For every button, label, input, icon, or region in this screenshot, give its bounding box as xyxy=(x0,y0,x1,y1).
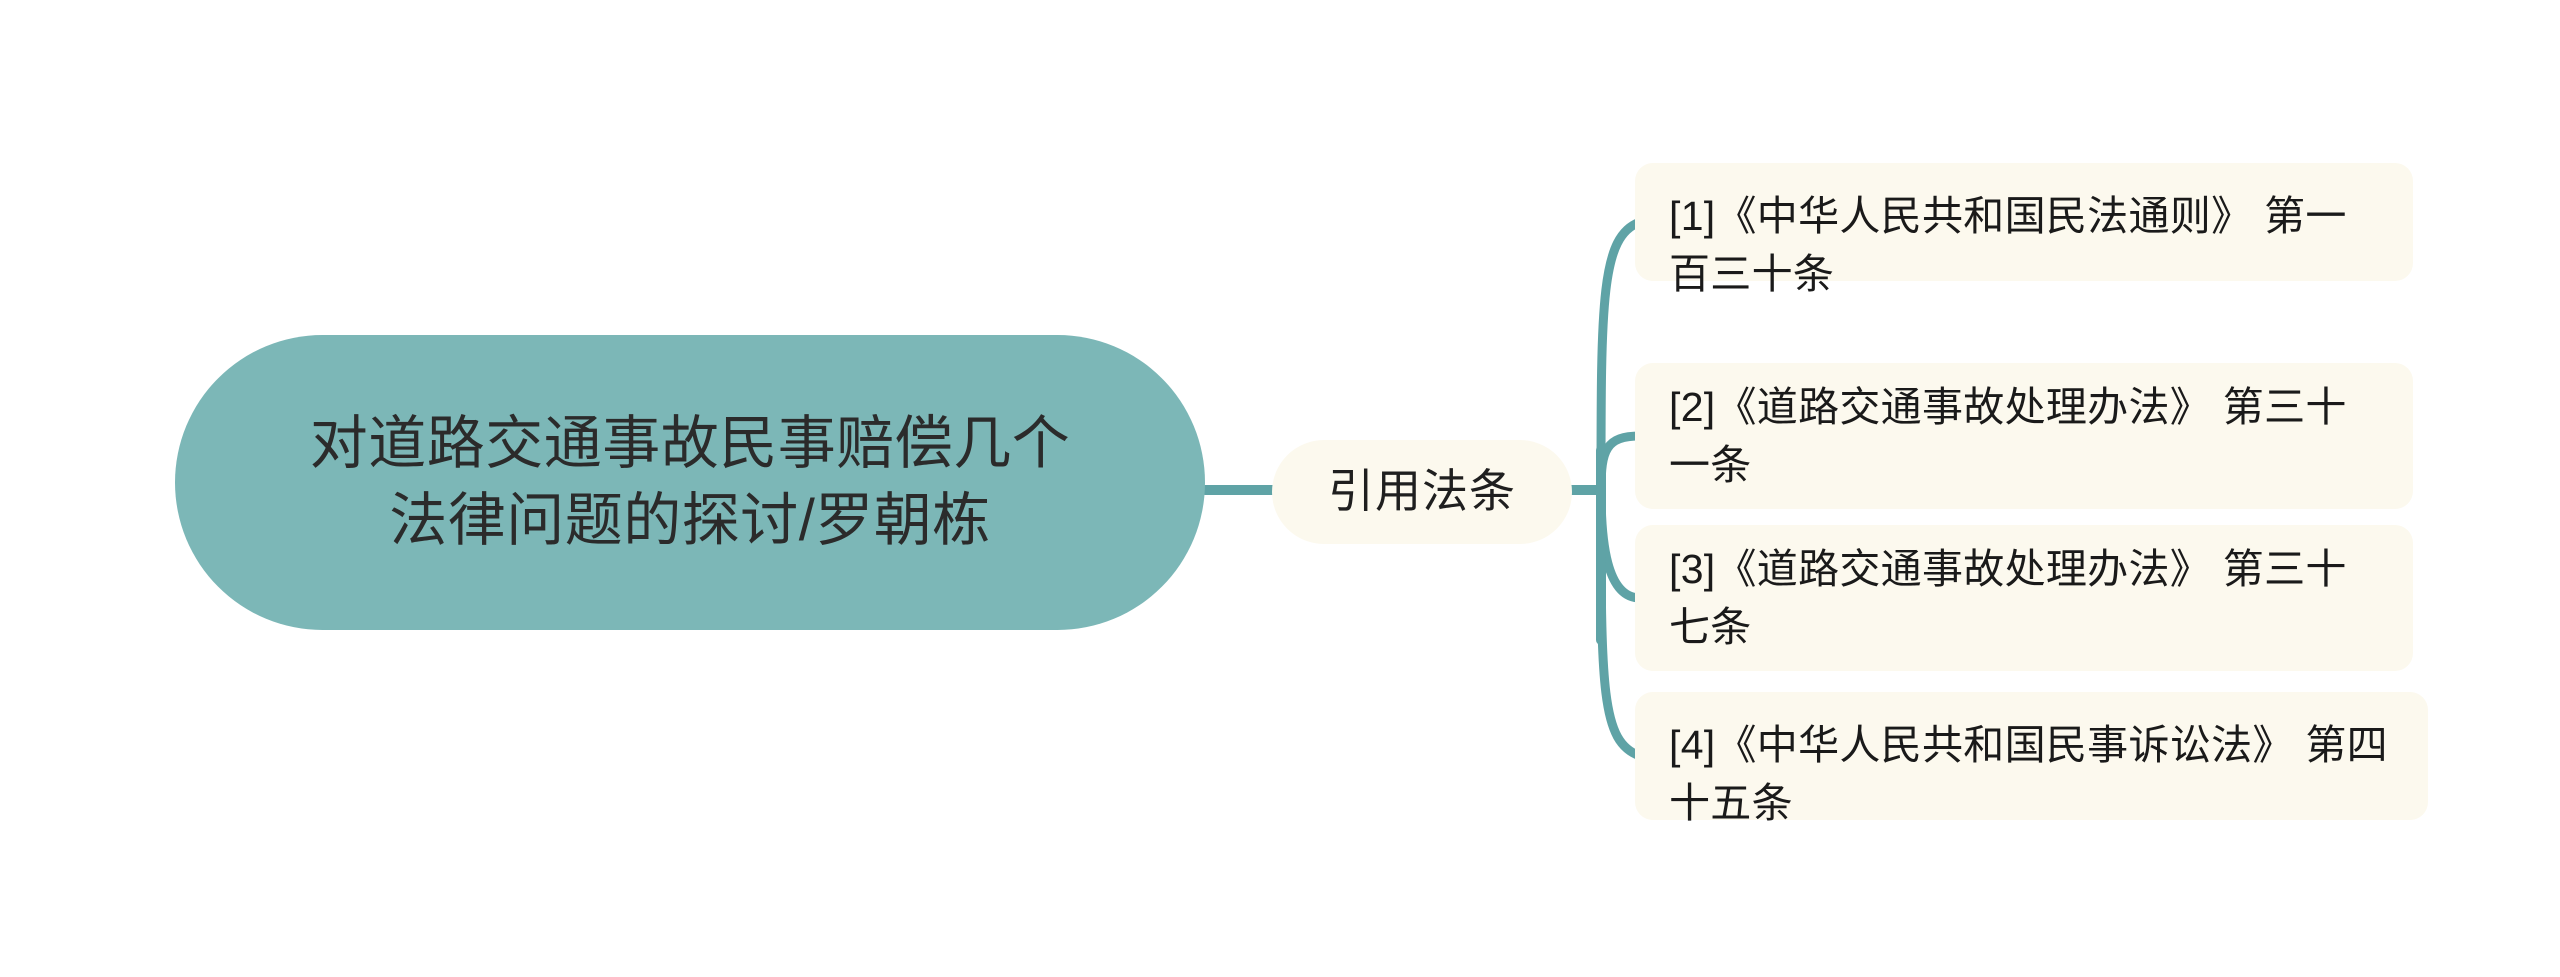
leaf-node-2-label: [2]《道路交通事故处理办法》 第三十一条 xyxy=(1669,383,2347,488)
branch-node-label: 引用法条 xyxy=(1328,465,1516,518)
leaf-node-1-label: [1]《中华人民共和国民法通则》 第一百三十条 xyxy=(1669,193,2347,298)
root-node-label: 对道路交通事故民事赔偿几个法律问题的探讨/罗朝栋 xyxy=(309,410,1071,553)
root-node[interactable]: 对道路交通事故民事赔偿几个法律问题的探讨/罗朝栋 xyxy=(175,335,1205,630)
leaf-node-2[interactable]: [2]《道路交通事故处理办法》 第三十一条 xyxy=(1635,363,2413,509)
leaf-node-1[interactable]: [1]《中华人民共和国民法通则》 第一百三十条 xyxy=(1635,163,2413,297)
leaf-node-4[interactable]: [4]《中华人民共和国民事诉讼法》 第四十五条 xyxy=(1635,692,2428,826)
leaf-node-3-label: [3]《道路交通事故处理办法》 第三十七条 xyxy=(1669,545,2347,650)
branch-node-cited-provisions[interactable]: 引用法条 xyxy=(1272,440,1572,544)
leaf-node-4-label: [4]《中华人民共和国民事诉讼法》 第四十五条 xyxy=(1669,722,2388,827)
leaf-node-3[interactable]: [3]《道路交通事故处理办法》 第三十七条 xyxy=(1635,525,2413,671)
